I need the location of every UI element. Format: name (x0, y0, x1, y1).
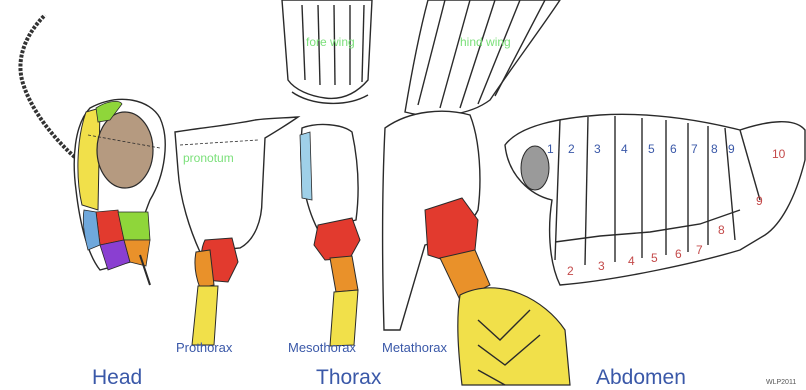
metathorax-leg (458, 288, 570, 385)
tympanum (521, 146, 549, 190)
compound-eye (97, 112, 153, 188)
fore-wing-base (282, 0, 372, 98)
label-head: Head (92, 366, 142, 389)
sternite-number: 5 (651, 251, 658, 265)
mesothorax-group: fore wing (282, 0, 372, 346)
label-abdomen: Abdomen (596, 366, 686, 389)
tergite-number: 3 (594, 142, 601, 156)
mouthpart-green (118, 212, 150, 240)
tergite-number: 6 (670, 142, 677, 156)
tergite-number: 1 (547, 142, 554, 156)
antenna (20, 15, 78, 160)
tergite-number: 2 (568, 142, 575, 156)
mesothorax-orange-sclerite (330, 256, 358, 292)
label-metathorax: Metathorax (382, 340, 448, 355)
prothorax-group: pronotum (175, 117, 298, 345)
sternite-number: 9 (756, 194, 763, 208)
hind-wing-base (405, 0, 560, 116)
label-pronotum: pronotum (183, 151, 234, 165)
mesothorax-blue-sclerite (300, 132, 312, 200)
mesothorax-leg (330, 290, 358, 346)
sternite-number: 8 (718, 223, 725, 237)
sternite-number: 7 (696, 243, 703, 257)
sternite-number: 2 (567, 264, 574, 278)
head-group (20, 15, 165, 285)
label-prothorax: Prothorax (176, 340, 233, 355)
tergite-number: 5 (648, 142, 655, 156)
label-fore-wing: fore wing (306, 35, 355, 49)
label-thorax: Thorax (316, 366, 382, 389)
pronotum-shape (175, 117, 298, 252)
tergite-number: 4 (621, 142, 628, 156)
tergite-number: 9 (728, 142, 735, 156)
sternite-number: 6 (675, 247, 682, 261)
tergite-number: 10 (772, 147, 786, 161)
tergite-number: 8 (711, 142, 718, 156)
credit-text: WLP2011 (766, 379, 796, 386)
label-mesothorax: Mesothorax (288, 340, 356, 355)
abdomen-group: 1 2 3 4 5 6 7 8 9 10 2 3 4 5 6 7 8 9 (505, 114, 805, 285)
tergite-number: 7 (691, 142, 698, 156)
sternite-number: 3 (598, 259, 605, 273)
sternite-number: 4 (628, 254, 635, 268)
prothorax-leg (192, 286, 218, 345)
label-hind-wing: hind wing (460, 35, 511, 49)
mesothorax-red-sclerite (314, 218, 360, 260)
